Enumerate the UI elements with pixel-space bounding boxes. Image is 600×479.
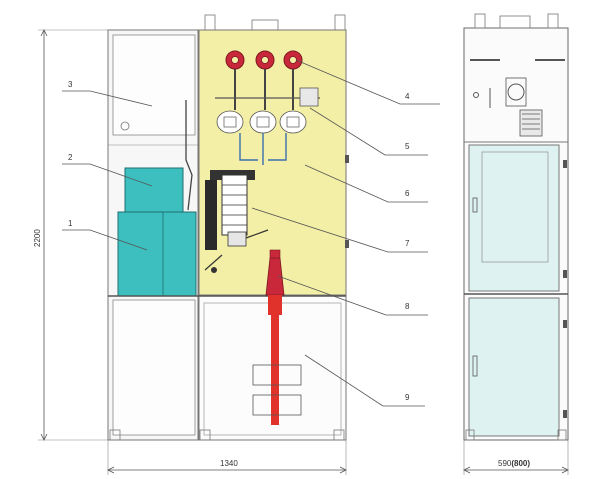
upper-teal-unit	[124, 167, 184, 213]
callout-9: 9	[405, 393, 410, 402]
lower-handle-icon	[472, 355, 478, 377]
callout-7: 7	[405, 239, 410, 248]
callout-3: 3	[68, 80, 73, 89]
upper-handle-icon	[472, 197, 478, 213]
front-width-dimension: 1340	[220, 459, 238, 468]
red-cable	[271, 315, 279, 425]
side-width-dimension: 590	[498, 459, 512, 468]
callouts-left: 3 2 1	[62, 80, 153, 251]
height-dimension: 2200	[33, 229, 42, 247]
upper-left-door	[112, 34, 196, 136]
lifting-lug-right	[334, 14, 346, 31]
dimension-height: 2200	[33, 29, 108, 441]
front-view	[107, 14, 349, 441]
callout-5: 5	[405, 142, 410, 151]
lower-teal-unit	[117, 211, 197, 297]
spring-coil	[519, 109, 543, 137]
upper-window	[468, 144, 560, 292]
transformer-assembly	[204, 170, 269, 273]
callout-6: 6	[405, 189, 410, 198]
side-view	[463, 13, 569, 441]
lower-window	[468, 297, 560, 437]
lower-left-door	[112, 299, 196, 436]
dimension-front-width: 1340	[107, 440, 347, 475]
callouts-right: 4 5 6 7 8 9	[251, 59, 440, 407]
svg-text:590(800): 590(800)	[498, 459, 530, 468]
callout-2: 2	[68, 153, 73, 162]
dimension-side-width: 590(800)	[463, 440, 569, 475]
cable-termination	[252, 249, 302, 425]
switch-mechanism	[299, 87, 319, 107]
callout-8: 8	[405, 302, 410, 311]
terminal-group	[215, 50, 320, 110]
door-lock-icon	[120, 121, 130, 131]
callout-4: 4	[405, 92, 410, 101]
operating-mechanism	[117, 100, 197, 297]
insulator-row	[216, 110, 307, 134]
lifting-lug-left	[204, 14, 216, 31]
side-width-alt-dimension: (800)	[511, 459, 530, 468]
top-vent	[251, 19, 279, 31]
callout-1: 1	[68, 219, 73, 228]
